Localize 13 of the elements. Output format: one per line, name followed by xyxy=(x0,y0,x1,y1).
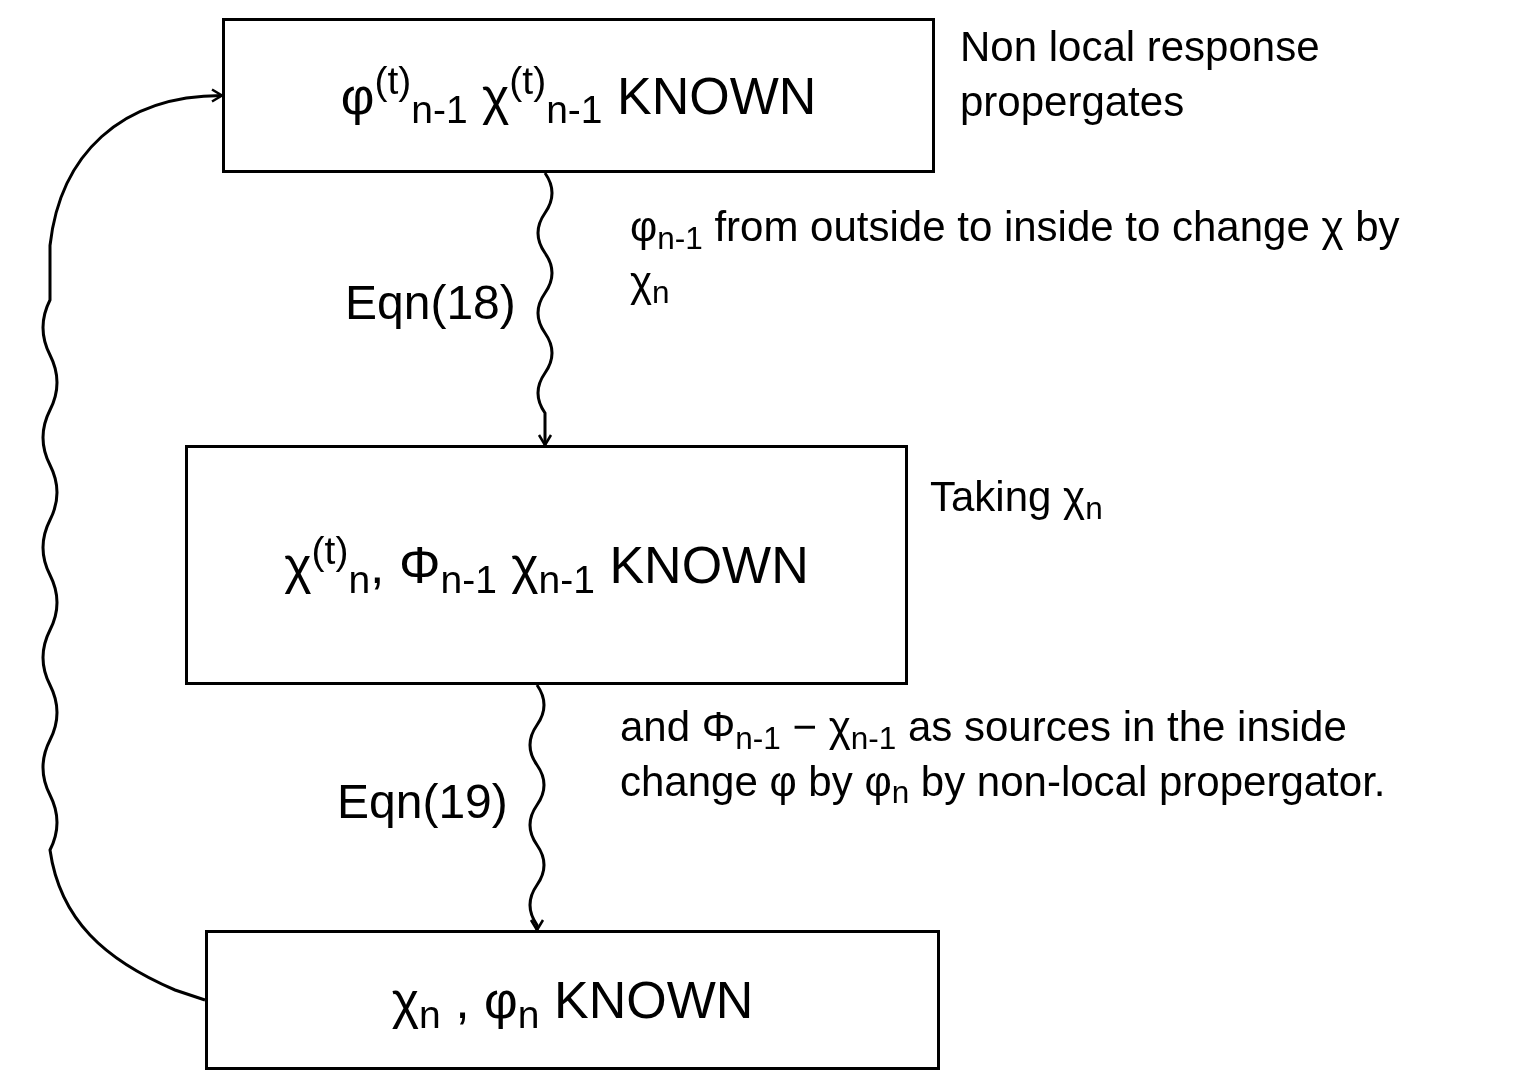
box-text: χ$_{n}$ , φ$_{n}$ KNOWN xyxy=(391,970,754,1038)
process-box xyxy=(185,445,908,685)
annotation-text: Non local response propergates xyxy=(960,22,1321,127)
annotation-text: and Φ$_{n-1}$ − χ$_{n-1}$ as sources in the inside change φ by φ$_{n}$ by non-local propergator. xyxy=(620,702,1387,810)
box-text: φ$^{(t)}$$_{n-1}$ χ$^{(t)}$$_{n-1}$ KNOWN xyxy=(340,58,817,134)
wavy-arrow xyxy=(41,88,224,1002)
annotation-text: φ$_{n-1}$ from outside to inside to change χ by χ$_{n}$ xyxy=(630,202,1401,310)
box-text: χ$^{(t)}$$_{n}$, Φ$_{n-1}$ χ$_{n-1}$ KNOWN xyxy=(284,527,809,603)
annotation-text: Taking χ$_{n}$ xyxy=(930,472,1104,525)
wavy-arrow xyxy=(536,172,554,447)
process-box xyxy=(205,930,940,1070)
wavy-arrow xyxy=(528,684,546,932)
process-box xyxy=(222,18,935,173)
